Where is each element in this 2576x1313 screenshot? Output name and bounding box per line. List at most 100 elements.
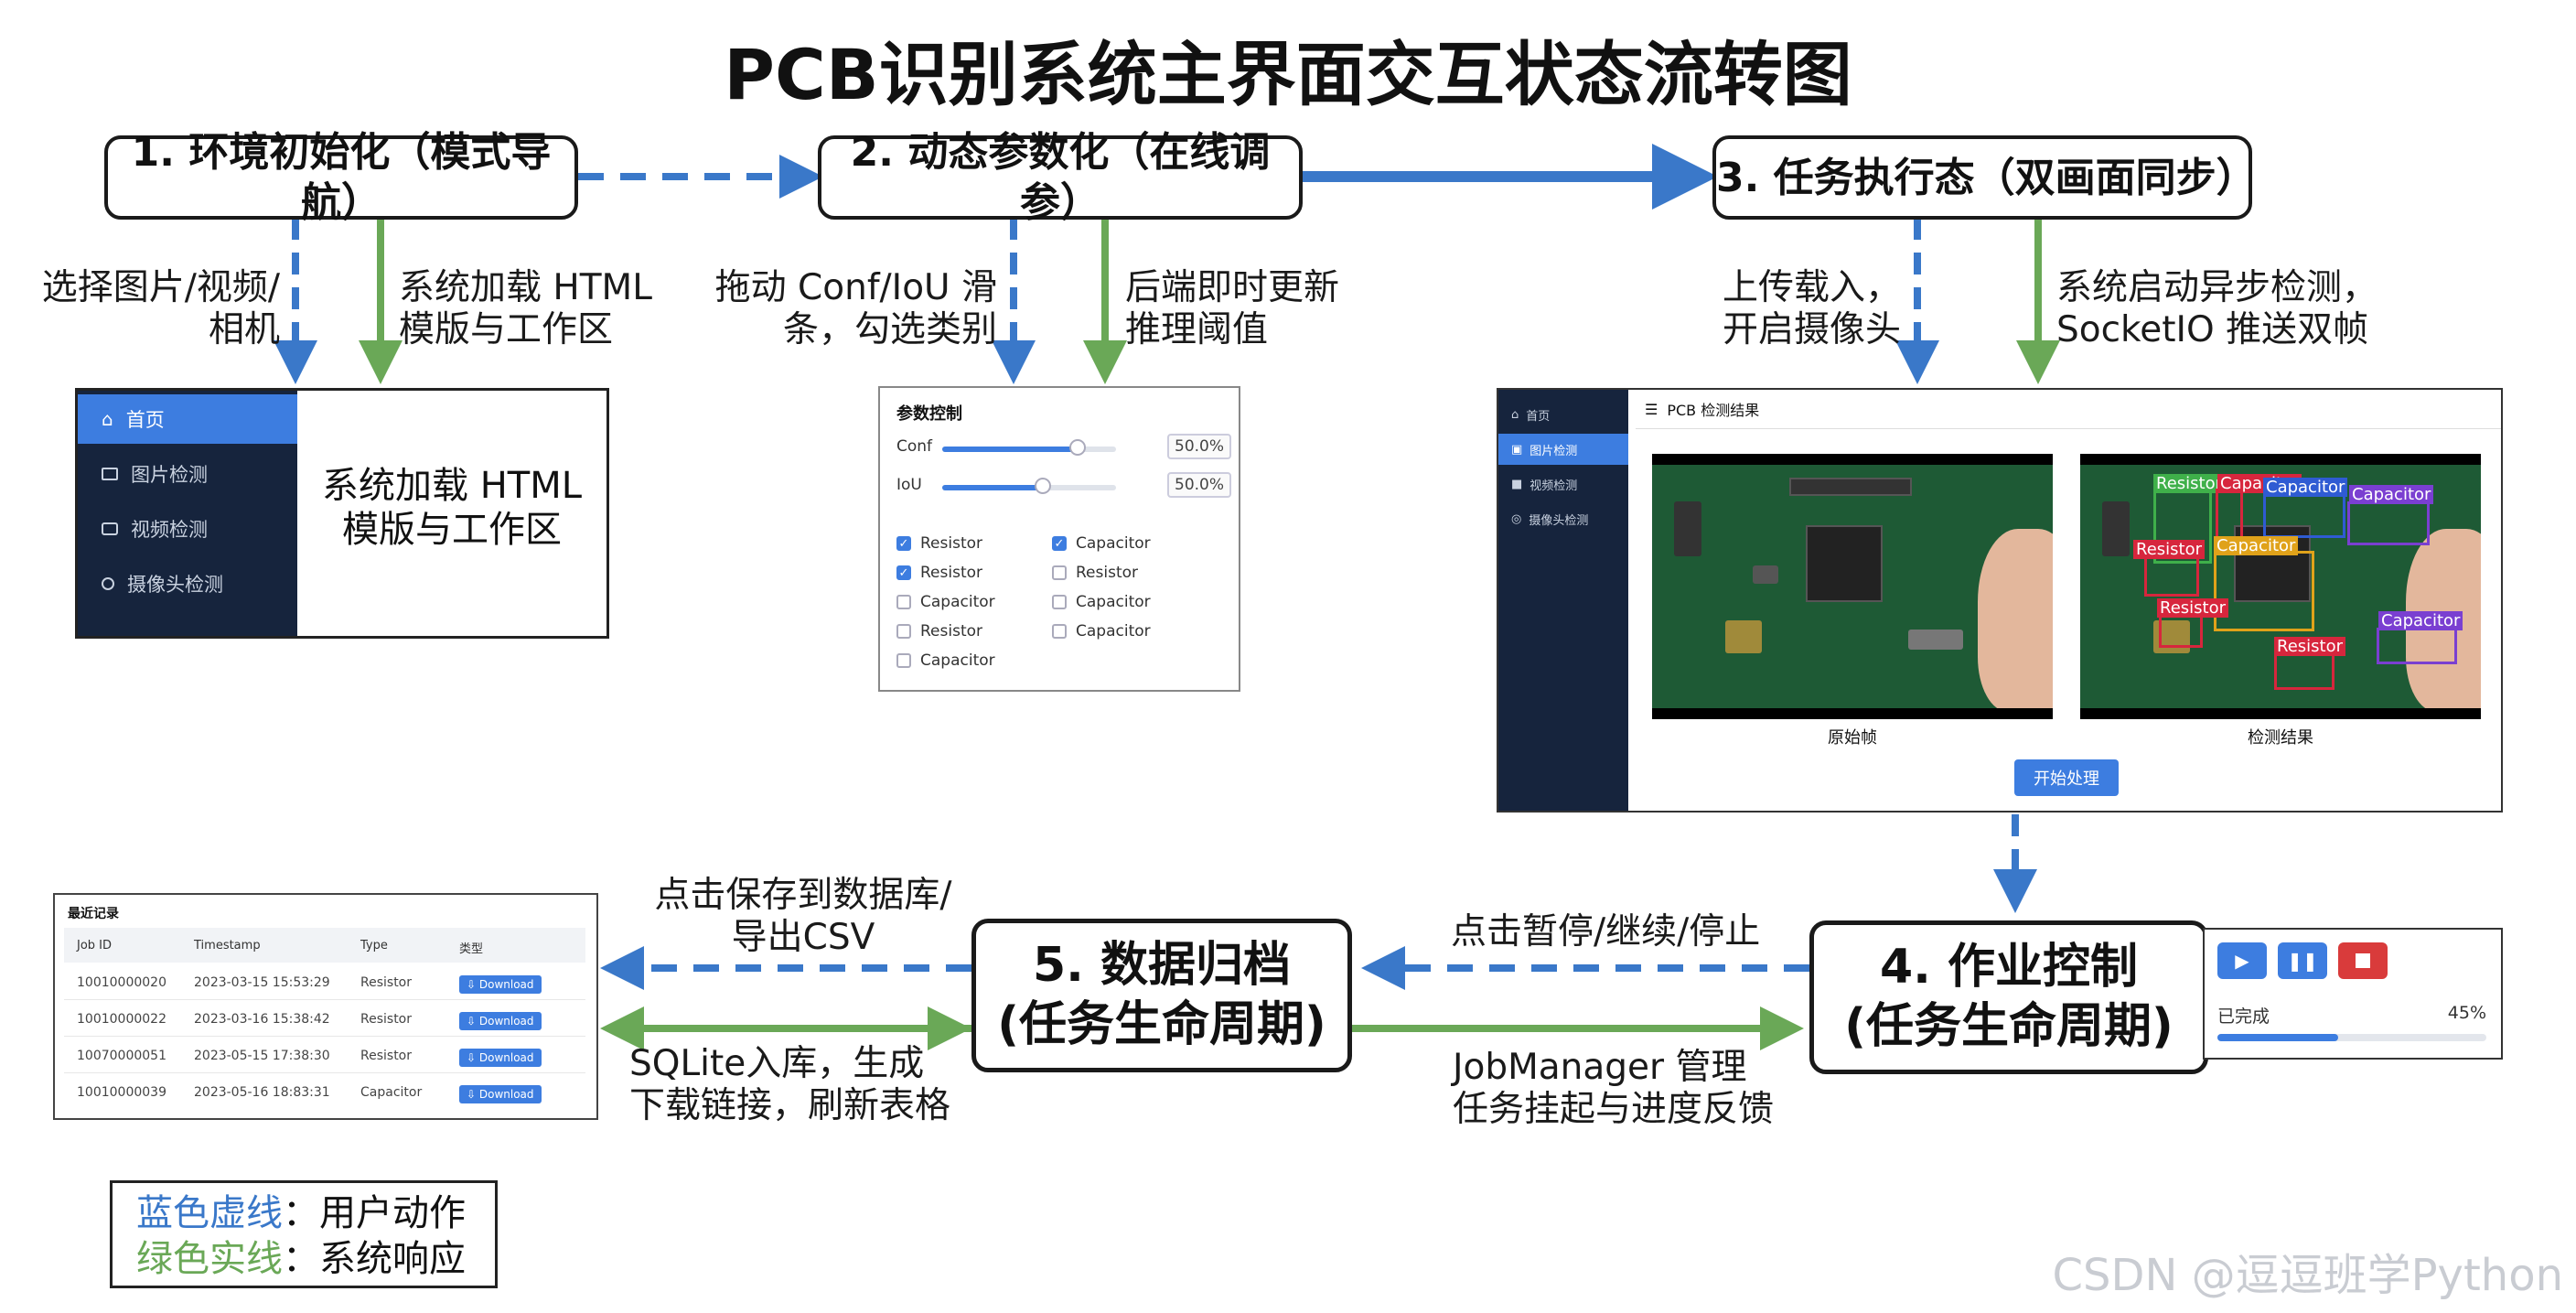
detection-label: Capacitor [2214, 536, 2299, 555]
detection-box [2263, 494, 2345, 538]
detect-nav-image[interactable]: ▣图片检测 [1498, 434, 1628, 465]
legend-green: 绿色实线：系统响应 [136, 1238, 466, 1280]
class-checkbox[interactable]: ✓Capacitor [1052, 534, 1151, 553]
detection-label: Capacitor [2349, 485, 2434, 504]
detection-box [2347, 501, 2430, 545]
menu-icon: ☰ [1645, 400, 1658, 418]
original-caption: 原始帧 [1828, 728, 1877, 748]
label-s2-system: 后端即时更新推理阈值 [1125, 267, 1340, 351]
class-checkbox[interactable]: ✓Resistor [896, 564, 982, 582]
pause-button[interactable]: ❚❚ [2278, 942, 2327, 979]
job-progress-bar [2217, 1034, 2486, 1041]
legend-box: 蓝色虚线：用户动作 绿色实线：系统响应 [110, 1180, 498, 1288]
stop-button[interactable] [2338, 942, 2388, 979]
nav-item-image-detect[interactable]: 图片检测 [78, 449, 297, 499]
diagram-title: PCB识别系统主界面交互状态流转图 [724, 34, 1852, 115]
image-icon: ▣ [1511, 442, 1523, 457]
stage-2-box: 2. 动态参数化（在线调参） [818, 129, 1303, 226]
download-button[interactable]: ⇩ Download [459, 1085, 542, 1103]
col-action: 类型 [459, 942, 484, 956]
pcb-image [1652, 465, 2053, 708]
class-checkbox[interactable]: Resistor [896, 622, 982, 640]
iou-label: IoU [896, 476, 922, 494]
download-button[interactable]: ⇩ Download [459, 1049, 542, 1067]
detection-box [2377, 628, 2457, 664]
iou-slider-fill [942, 485, 1044, 490]
detection-label: Resistor [2153, 474, 2225, 493]
nav-item-home[interactable]: ⌂ 首页 [78, 394, 297, 444]
download-button[interactable]: ⇩ Download [459, 1012, 542, 1030]
stage-4-subtitle: (任务生命周期) [1844, 999, 2174, 1054]
detect-nav-camera[interactable]: ◎摄像头检测 [1511, 511, 1589, 528]
stage-5-box: 5. 数据归档 (任务生命周期) [971, 919, 1352, 1072]
stage-4-box: 4. 作业控制 (任务生命周期) [1809, 920, 2208, 1074]
records-title: 最近记录 [68, 907, 119, 921]
iou-slider-knob[interactable] [1035, 478, 1052, 494]
job-progress-fill [2217, 1034, 2339, 1041]
video-icon [102, 522, 118, 535]
conf-slider-fill [942, 447, 1079, 452]
home-icon: ⌂ [1511, 407, 1519, 422]
detect-result-panel: ⌂首页 ▣图片检测 ■视频检测 ◎摄像头检测 ☰PCB 检测结果 原始帧 Res… [1497, 388, 2503, 813]
class-checkbox[interactable]: Capacitor [896, 651, 995, 670]
detect-header: ☰PCB 检测结果 [1636, 390, 2501, 429]
checkbox-empty-icon [896, 624, 911, 639]
class-checkbox[interactable]: Capacitor [1052, 622, 1151, 640]
conf-value: 50.0% [1167, 434, 1232, 459]
conf-slider-knob[interactable] [1069, 439, 1087, 456]
job-control-panel: ▶ ❚❚ 已完成 45% [2203, 928, 2503, 1060]
job-progress-text: 45% [2447, 1003, 2486, 1023]
detection-frame: Resistor Capacitor Capacitor Capacitor R… [2080, 454, 2481, 719]
video-icon: ■ [1511, 477, 1523, 491]
stage-4-title: 4. 作业控制 [1879, 940, 2139, 995]
download-button[interactable]: ⇩ Download [459, 975, 542, 994]
detection-label: Resistor [2133, 540, 2205, 559]
checkbox-empty-icon [1052, 624, 1067, 639]
iou-slider[interactable] [942, 478, 1116, 494]
start-process-button[interactable]: 开始处理 [2014, 759, 2119, 796]
job-status-text: 已完成 [2217, 1006, 2270, 1027]
col-timestamp: Timestamp [194, 939, 261, 952]
image-icon [102, 468, 118, 480]
checkbox-empty-icon [1052, 595, 1067, 609]
detection-box [2214, 551, 2314, 631]
records-header-row: Job ID Timestamp Type 类型 [64, 928, 585, 963]
detection-label: Capacitor [2263, 478, 2348, 497]
detect-nav-video[interactable]: ■视频检测 [1511, 477, 1578, 493]
nav-item-camera-detect[interactable]: 摄像头检测 [78, 559, 297, 608]
detect-sidebar: ⌂首页 ▣图片检测 ■视频检测 ◎摄像头检测 [1498, 390, 1628, 811]
detection-caption: 检测结果 [2248, 728, 2313, 748]
label-s3-system: 系统启动异步检测，SocketIO 推送双帧 [2056, 267, 2378, 351]
play-button[interactable]: ▶ [2217, 942, 2267, 979]
class-checkbox[interactable]: Capacitor [896, 593, 995, 611]
nav-item-video-detect[interactable]: 视频检测 [78, 504, 297, 554]
check-icon: ✓ [1052, 536, 1067, 551]
detection-label: Capacitor [2378, 611, 2463, 630]
col-type: Type [360, 939, 388, 952]
stop-icon [2356, 953, 2370, 968]
nav-sidebar: ⌂ 首页 图片检测 视频检测 摄像头检测 [78, 391, 297, 636]
class-checkbox[interactable]: Resistor [1052, 564, 1138, 582]
label-s3-user: 上传载入，开启摄像头 [1722, 267, 1901, 351]
conf-slider[interactable] [942, 439, 1116, 456]
detection-label: Resistor [2274, 637, 2345, 656]
detect-nav-home[interactable]: ⌂首页 [1511, 407, 1551, 424]
stage-5-subtitle: (任务生命周期) [997, 997, 1326, 1052]
watermark: CSDN @逗逗班学Python [2052, 1250, 2564, 1301]
legend-blue: 蓝色虚线：用户动作 [136, 1192, 466, 1234]
col-job-id: Job ID [77, 939, 113, 952]
detection-box [2216, 489, 2243, 543]
param-control-panel: 参数控制 Conf 50.0% IoU 50.0% ✓Resistor ✓Res… [878, 386, 1240, 692]
stage-1-box: 1. 环境初始化（模式导航） [104, 129, 578, 226]
class-checkbox[interactable]: ✓Resistor [896, 534, 982, 553]
pause-icon: ❚❚ [2287, 950, 2318, 972]
conf-label: Conf [896, 437, 933, 456]
class-checkbox[interactable]: Capacitor [1052, 593, 1151, 611]
